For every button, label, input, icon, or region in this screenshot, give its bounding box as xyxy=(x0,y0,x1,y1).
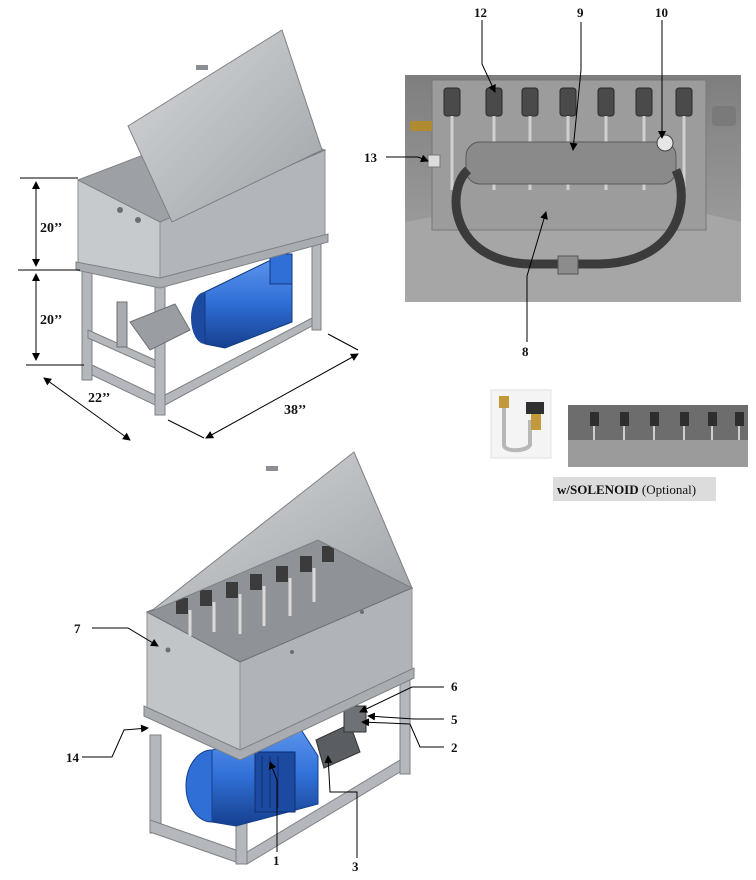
callout-8: 8 xyxy=(522,344,529,359)
callout-14: 14 xyxy=(66,750,79,765)
manifold-block xyxy=(465,141,677,185)
callout-7: 7 xyxy=(74,621,81,636)
pressure-gauge xyxy=(656,134,674,152)
assembly-lid-open xyxy=(149,451,414,613)
callout-6: 6 xyxy=(451,679,458,694)
assembly-drawing xyxy=(143,451,415,865)
dimension-depth: 22’’ xyxy=(88,391,111,406)
callout-13: 13 xyxy=(364,150,377,165)
callout-2: 2 xyxy=(451,740,458,755)
callout-1: 1 xyxy=(273,853,280,868)
solenoid-inset xyxy=(490,389,552,459)
callout-9: 9 xyxy=(577,5,584,20)
dimension-length: 38’’ xyxy=(284,403,307,418)
solenoid-manifold-photo xyxy=(568,405,748,467)
dimension-height-lower: 20’’ xyxy=(40,313,63,328)
dimension-height-upper: 20’’ xyxy=(40,221,63,236)
callout-10: 10 xyxy=(655,5,668,20)
callout-3: 3 xyxy=(352,859,359,874)
tank-lid-open xyxy=(127,29,323,223)
valve-row xyxy=(443,87,693,117)
callout-12: 12 xyxy=(474,5,487,20)
callout-5: 5 xyxy=(451,712,458,727)
manifold-detail-view xyxy=(405,75,741,302)
dimensioned-tank-drawing xyxy=(18,29,359,441)
solenoid-caption-bold: w/SOLENOID xyxy=(557,482,639,497)
solenoid-caption-rest: (Optional) xyxy=(638,482,697,497)
pump-body xyxy=(129,303,191,351)
solenoid-caption: w/SOLENOID (Optional) xyxy=(553,477,716,501)
